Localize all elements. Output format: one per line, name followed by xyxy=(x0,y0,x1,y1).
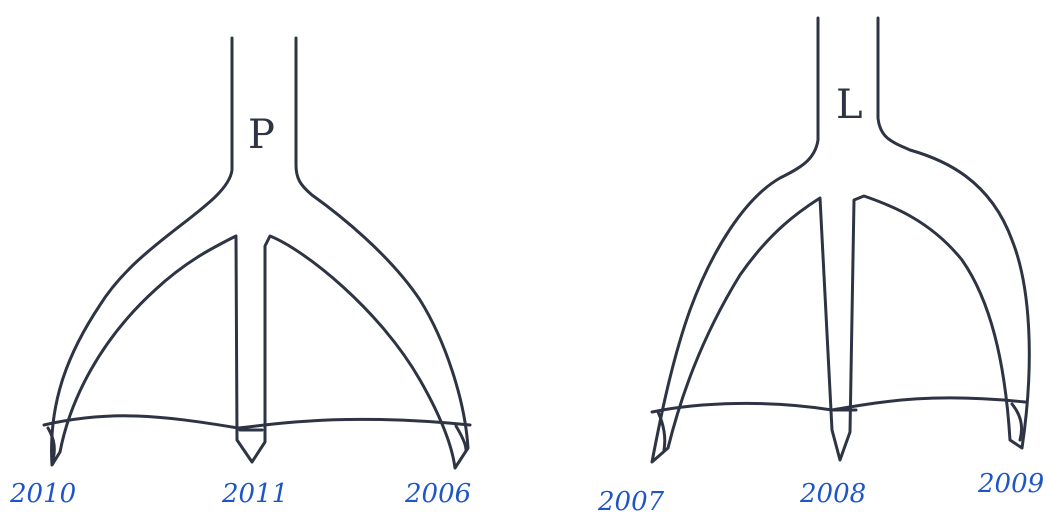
year-label-2011: 2011 xyxy=(221,479,288,509)
right-fork-diagram: L xyxy=(652,18,1029,462)
year-label-2007: 2007 xyxy=(597,487,665,517)
year-label-2008: 2008 xyxy=(799,479,866,509)
left-fork-outer-outline xyxy=(52,38,468,468)
year-label-2006: 2006 xyxy=(404,479,471,509)
year-label-2009: 2009 xyxy=(977,469,1044,499)
left-fork-letter: P xyxy=(248,112,275,158)
left-fork-cross-band xyxy=(44,416,470,428)
right-fork-letter: L xyxy=(836,82,863,128)
year-label-2010: 2010 xyxy=(9,479,76,509)
right-fork-tip-right xyxy=(1012,404,1022,440)
left-fork-diagram: P xyxy=(44,38,470,468)
left-fork-tip-right xyxy=(456,426,466,450)
